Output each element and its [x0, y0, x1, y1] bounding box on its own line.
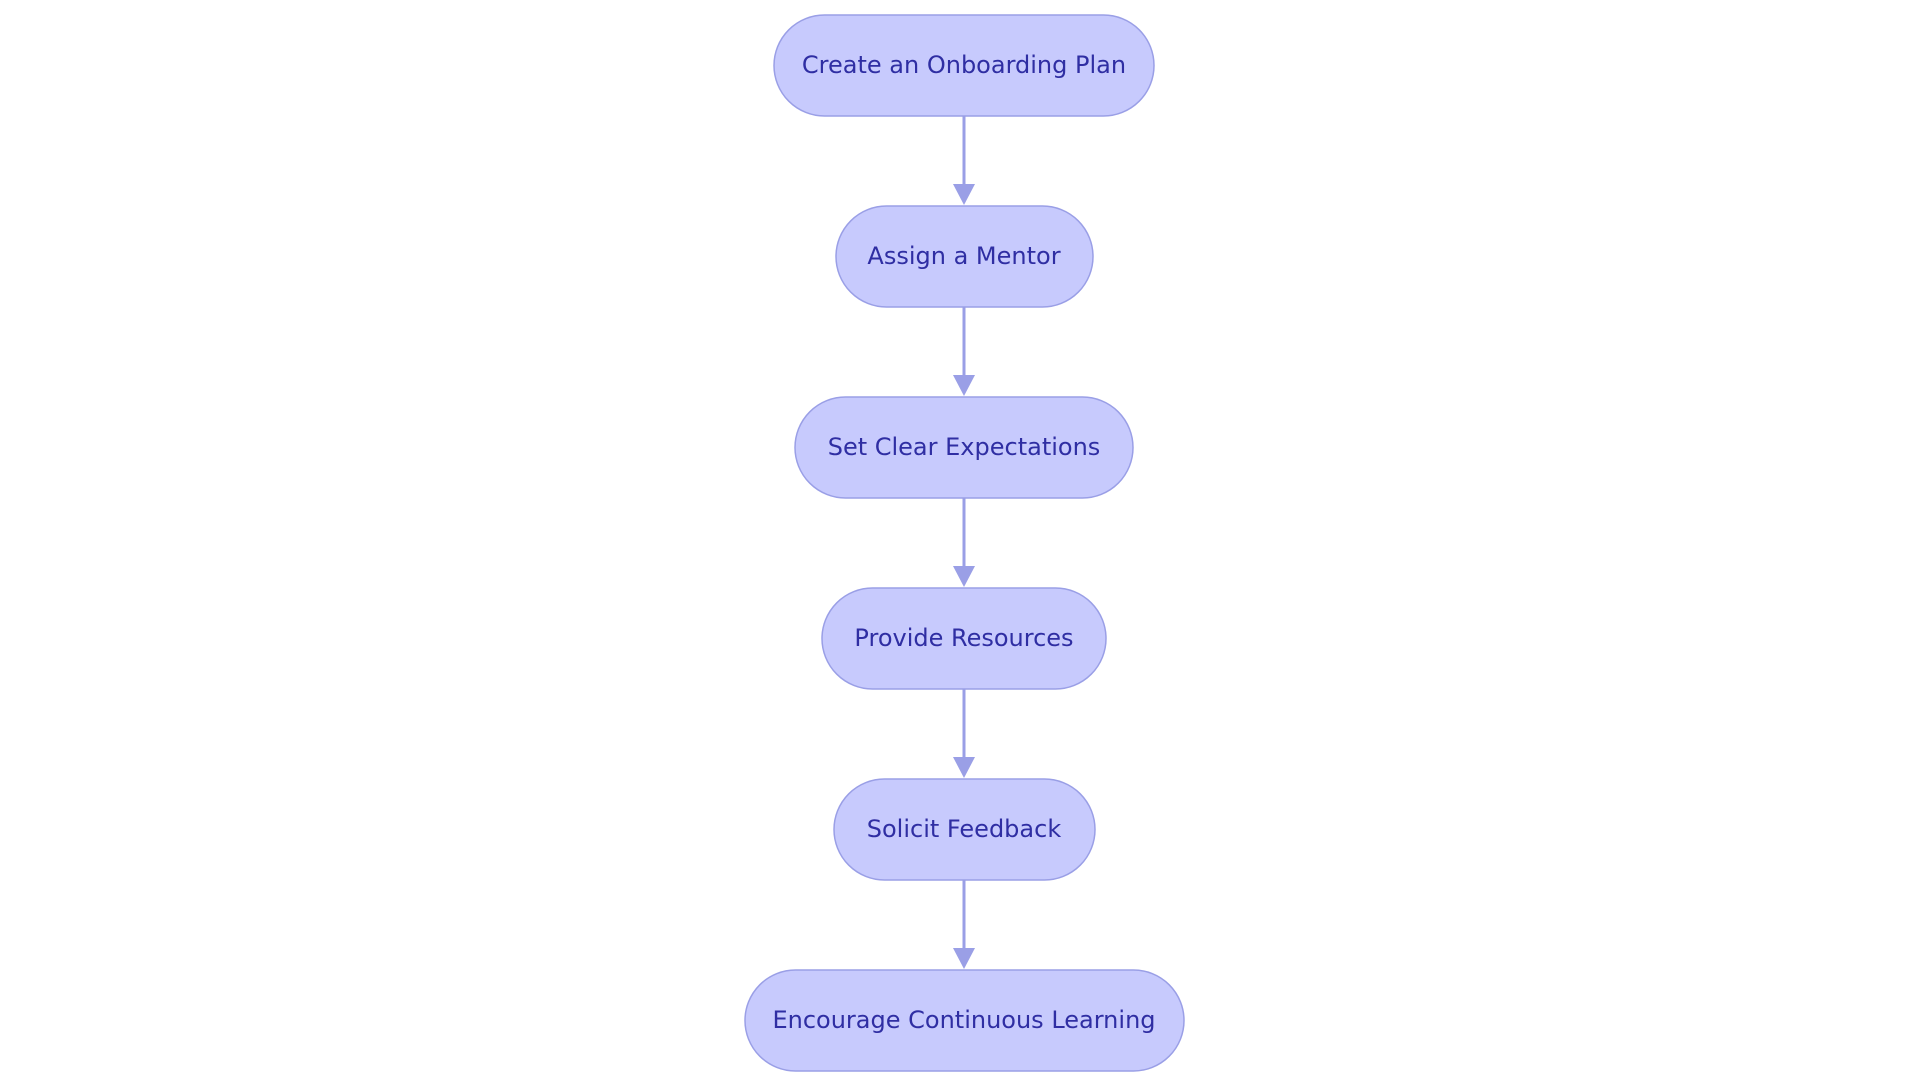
step-label: Set Clear Expectations: [828, 433, 1101, 461]
arrow-step5-to-step6: [953, 880, 975, 969]
step-label: Encourage Continuous Learning: [772, 1006, 1155, 1034]
step-label: Solicit Feedback: [867, 815, 1062, 843]
step-label: Create an Onboarding Plan: [802, 51, 1126, 79]
step-node-create-onboarding-plan: Create an Onboarding Plan: [773, 14, 1155, 117]
step-label: Assign a Mentor: [867, 242, 1060, 270]
arrow-step3-to-step4: [953, 498, 975, 587]
step-label: Provide Resources: [854, 624, 1073, 652]
arrow-step2-to-step3: [953, 307, 975, 396]
arrow-step1-to-step2: [953, 116, 975, 205]
step-node-encourage-continuous-learning: Encourage Continuous Learning: [744, 969, 1185, 1072]
step-node-provide-resources: Provide Resources: [821, 587, 1107, 690]
step-node-solicit-feedback: Solicit Feedback: [833, 778, 1096, 881]
step-node-assign-mentor: Assign a Mentor: [835, 205, 1094, 308]
arrow-step4-to-step5: [953, 689, 975, 778]
step-node-set-clear-expectations: Set Clear Expectations: [794, 396, 1134, 499]
